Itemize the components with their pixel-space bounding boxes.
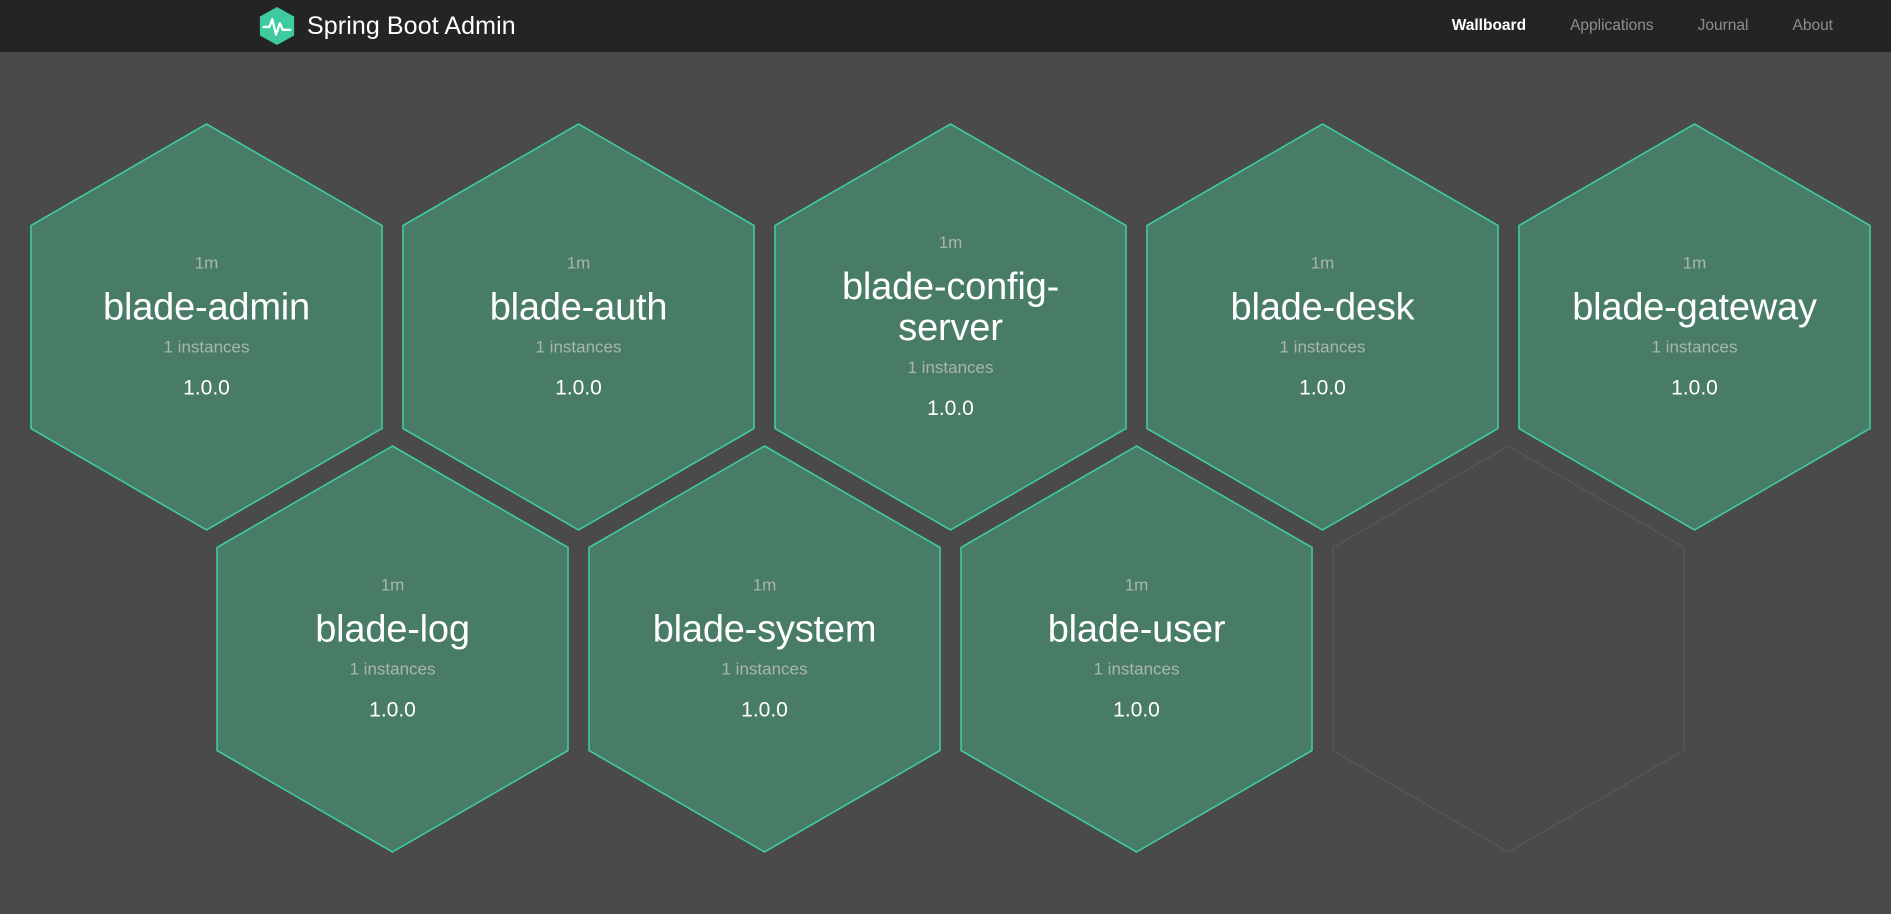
brand-title: Spring Boot Admin xyxy=(307,11,516,40)
top-navbar: Spring Boot Admin Wallboard Applications… xyxy=(0,0,1891,52)
nav-links: Wallboard Applications Journal About xyxy=(1430,0,1855,52)
nav-link-journal[interactable]: Journal xyxy=(1697,17,1749,34)
empty-hexagon-placeholder xyxy=(1332,445,1685,853)
brand-home-link[interactable]: Spring Boot Admin xyxy=(258,6,516,46)
nav-link-wallboard[interactable]: Wallboard xyxy=(1451,17,1527,34)
nav-link-about[interactable]: About xyxy=(1792,17,1833,34)
heartbeat-hexagon-logo-icon xyxy=(258,6,296,46)
nav-link-applications[interactable]: Applications xyxy=(1570,17,1654,34)
